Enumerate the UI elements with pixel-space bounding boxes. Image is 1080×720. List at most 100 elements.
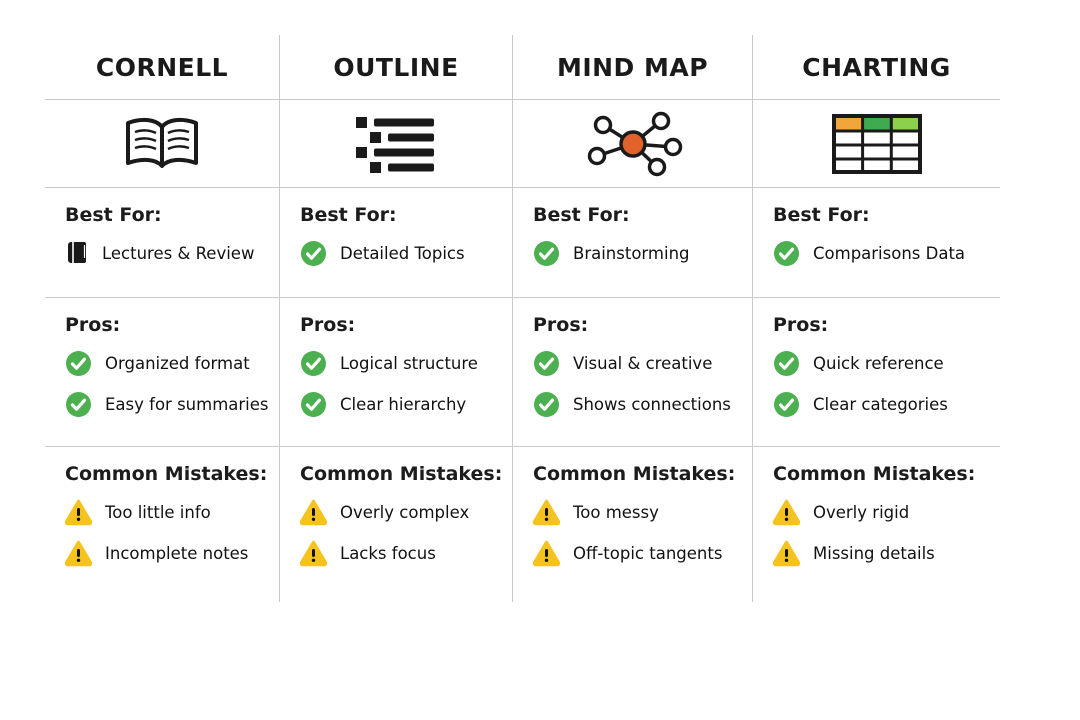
check-icon [66,351,91,376]
list-item: Organized format [65,350,271,377]
mindmap-pros-section: Pros: Visual & creative Shows connection… [513,298,753,447]
item-text: Quick reference [813,354,944,373]
item-text: Too messy [573,503,659,522]
list-item: Off-topic tangents [533,540,744,567]
column-title: CHARTING [802,52,951,82]
list-item: Overly rigid [773,499,992,526]
list-item: Too messy [533,499,744,526]
item-text: Lectures & Review [102,243,255,263]
warning-icon [773,499,800,526]
list-item: Clear hierarchy [300,391,504,418]
item-text: Overly complex [340,503,470,522]
warning-icon [533,499,560,526]
mistakes-heading: Common Mistakes: [773,463,976,485]
list-item: Missing details [773,540,992,567]
mindmap-mistakes-section: Common Mistakes: Too messy Off-topic tan… [513,447,753,602]
bullet-list-icon [356,116,434,173]
mindmap-best-for-section: Best For: Brainstorming [513,188,753,298]
check-icon [301,392,326,417]
item-text: Too little info [105,503,211,522]
column-title: MIND MAP [556,52,709,82]
item-text: Incomplete notes [105,544,249,563]
warning-icon [65,540,92,567]
item-text: Brainstorming [573,244,690,263]
list-item: Detailed Topics [300,240,504,267]
mind-map-icon [587,111,682,176]
list-item: Incomplete notes [65,540,271,567]
check-icon [534,351,559,376]
list-item: Logical structure [300,350,504,377]
best-for-heading: Best For: [300,204,397,226]
check-icon [534,392,559,417]
check-icon [774,392,799,417]
warning-icon [300,540,327,567]
item-text: Lacks focus [340,544,436,563]
outline-icon-cell [280,100,513,188]
item-text: Logical structure [340,354,478,373]
item-text: Easy for summaries [105,395,269,414]
check-icon [534,241,559,266]
item-text: Shows connections [573,395,731,414]
column-title: CORNELL [95,52,229,82]
item-text: Off-topic tangents [573,544,723,563]
check-icon [301,241,326,266]
charting-best-for-section: Best For: Comparisons Data [753,188,1000,298]
column-title: OUTLINE [333,52,459,82]
item-text: Visual & creative [573,354,713,373]
warning-icon [300,499,327,526]
comparison-table: CORNELL OUTLINE MIND MAP CHARTING [45,35,1000,602]
mistakes-heading: Common Mistakes: [533,463,736,485]
check-icon [66,392,91,417]
item-text: Detailed Topics [340,244,465,263]
cornell-mistakes-section: Common Mistakes: Too little info Incompl… [45,447,280,602]
list-item: Visual & creative [533,350,744,377]
item-text: Clear categories [813,395,948,414]
item-text: Overly rigid [813,503,910,522]
list-item: Quick reference [773,350,992,377]
item-text: Organized format [105,354,250,373]
outline-pros-section: Pros: Logical structure Clear hierarchy [280,298,513,447]
list-item: Clear categories [773,391,992,418]
list-item: Easy for summaries [65,391,271,418]
list-item: Lectures & Review [65,240,271,266]
book-icon [68,242,86,263]
warning-icon [533,540,560,567]
item-text: Comparisons Data [813,244,966,263]
item-text: Clear hierarchy [340,395,467,414]
pros-heading: Pros: [65,314,121,336]
list-item: Brainstorming [533,240,744,267]
best-for-heading: Best For: [65,204,162,226]
mistakes-heading: Common Mistakes: [65,463,268,485]
column-title-cell-mindmap: MIND MAP [513,35,753,100]
best-for-heading: Best For: [773,204,870,226]
column-title-cell-cornell: CORNELL [45,35,280,100]
check-icon [774,241,799,266]
warning-icon [773,540,800,567]
charting-mistakes-section: Common Mistakes: Overly rigid Missing de… [753,447,1000,602]
list-item: Too little info [65,499,271,526]
cornell-pros-section: Pros: Organized format Easy for summarie… [45,298,280,447]
pros-heading: Pros: [300,314,356,336]
column-title-cell-charting: CHARTING [753,35,1000,100]
warning-icon [65,499,92,526]
mindmap-icon-cell [513,100,753,188]
pros-heading: Pros: [773,314,829,336]
charting-icon-cell [753,100,1000,188]
outline-mistakes-section: Common Mistakes: Overly complex Lacks fo… [280,447,513,602]
pros-heading: Pros: [533,314,589,336]
charting-pros-section: Pros: Quick reference Clear categories [753,298,1000,447]
check-icon [301,351,326,376]
list-item: Shows connections [533,391,744,418]
check-icon [774,351,799,376]
outline-best-for-section: Best For: Detailed Topics [280,188,513,298]
list-item: Overly complex [300,499,504,526]
list-item: Comparisons Data [773,240,992,267]
list-item: Lacks focus [300,540,504,567]
open-book-icon [126,117,198,168]
cornell-icon-cell [45,100,280,188]
column-title-cell-outline: OUTLINE [280,35,513,100]
best-for-heading: Best For: [533,204,630,226]
item-text: Missing details [813,544,935,563]
chart-table-icon [831,113,922,174]
